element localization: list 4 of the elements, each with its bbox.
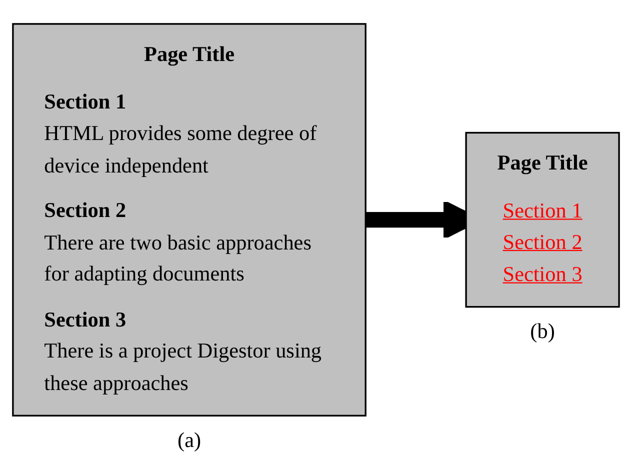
figure-caption: (b)	[530, 319, 555, 344]
figure-caption: (a)	[178, 428, 202, 452]
node-box: Page Title Section 1 Section 2 Section 3	[465, 132, 620, 308]
node-box: Page Title Section 1 HTML provides some degree of device independent Section 2 There are two basic approaches for adapting documents Section 3 There is a project Digestor using these approaches	[12, 23, 366, 417]
